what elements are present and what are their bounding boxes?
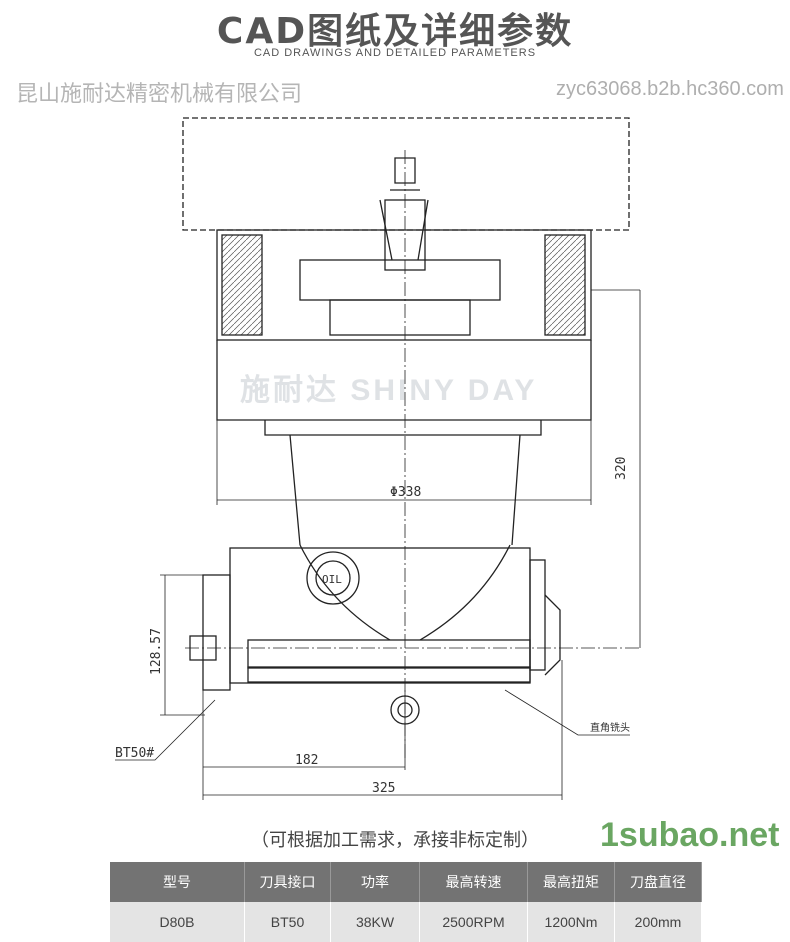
head-label: 直角铣头	[590, 721, 630, 734]
dim-325: 325	[372, 781, 395, 796]
watermark-url: zyc63068.b2b.hc360.com	[556, 78, 784, 100]
header-max-speed: 最高转速	[419, 862, 528, 902]
table-row: D80B BT50 38KW 2500RPM 1200Nm 200mm	[110, 902, 702, 942]
customization-note: （可根据加工需求，承接非标定制）	[251, 830, 539, 851]
header-power: 功率	[330, 862, 420, 902]
page-title: CAD图纸及详细参数	[216, 11, 574, 52]
dim-vertical: 128.57	[149, 628, 164, 675]
dim-182: 182	[295, 753, 318, 768]
cell-tool-interface: BT50	[244, 902, 331, 942]
cell-disc-diameter: 200mm	[614, 902, 702, 942]
dim-diameter: Φ338	[390, 485, 421, 500]
header-max-torque: 最高扭矩	[527, 862, 615, 902]
page-subtitle: CAD DRAWINGS AND DETAILED PARAMETERS	[253, 47, 537, 59]
watermark-logo: 施耐达 SHINY DAY	[240, 374, 538, 407]
cell-max-speed: 2500RPM	[419, 902, 528, 942]
cell-max-torque: 1200Nm	[527, 902, 615, 942]
cell-model: D80B	[110, 902, 245, 942]
table-header-row: 型号 刀具接口 功率 最高转速 最高扭矩 刀盘直径	[110, 862, 702, 902]
tool-label: BT50#	[115, 746, 154, 761]
header-disc-diameter: 刀盘直径	[614, 862, 702, 902]
watermark-company: 昆山施耐达精密机械有限公司	[16, 82, 303, 107]
spec-table: 型号 刀具接口 功率 最高转速 最高扭矩 刀盘直径 D80B BT50 38KW…	[110, 862, 702, 942]
header-model: 型号	[110, 862, 245, 902]
header-tool-interface: 刀具接口	[244, 862, 331, 902]
cell-power: 38KW	[330, 902, 420, 942]
dim-height: 320	[614, 457, 629, 480]
cad-drawing: Φ338 320 128.57 182 325 OIL BT50# 直角铣头	[115, 117, 641, 800]
watermark-site: 1subao.net	[600, 816, 780, 854]
customization-note-row: （可根据加工需求，承接非标定制）	[0, 826, 790, 852]
oil-label: OIL	[322, 573, 342, 586]
